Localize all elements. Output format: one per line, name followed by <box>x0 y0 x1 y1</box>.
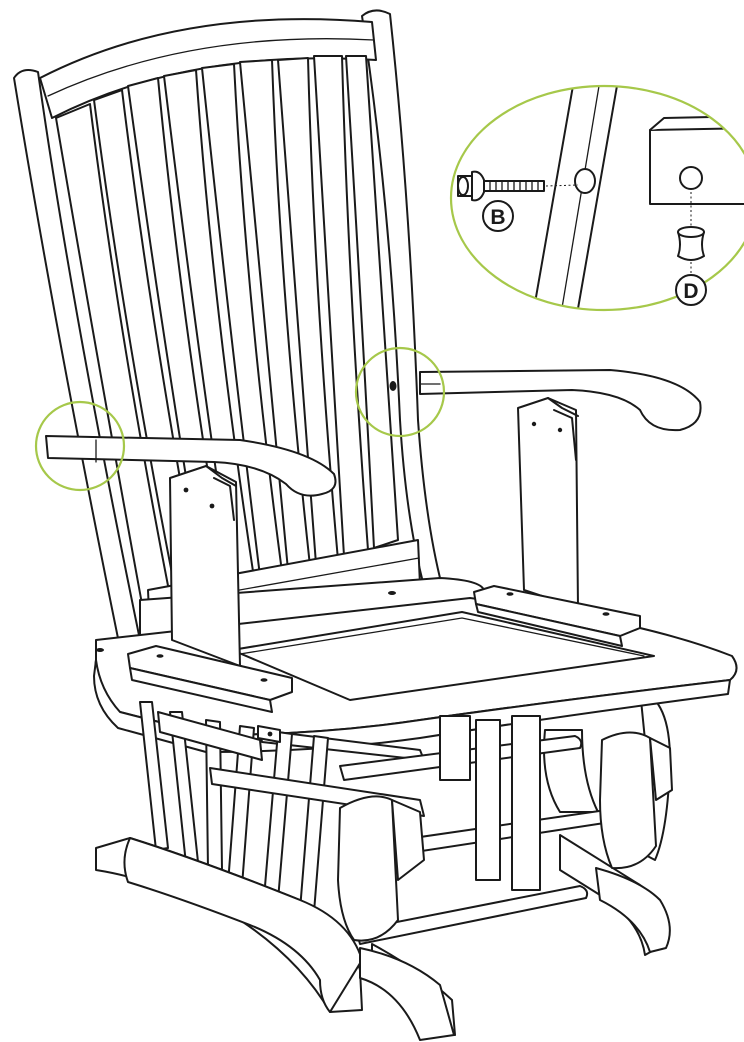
highlight-left-arm-joint <box>34 400 126 492</box>
right-arm-mount-block <box>473 585 641 647</box>
left-armrest <box>45 435 337 713</box>
detail-magnifier: B D <box>449 84 744 312</box>
glider-mechanism <box>139 701 673 945</box>
highlight-back-post-hole <box>354 346 446 438</box>
callout-d-label: D <box>683 280 698 303</box>
bolt-hole-marker <box>389 381 397 391</box>
callout-b: B <box>482 200 514 232</box>
callout-b-label: B <box>490 206 505 229</box>
highlight-circles <box>34 346 446 492</box>
right-armrest <box>419 369 702 609</box>
callout-d: D <box>675 274 707 306</box>
bolt-part <box>457 170 579 202</box>
front-glider-base <box>95 837 671 1041</box>
dowel-part <box>677 192 705 276</box>
